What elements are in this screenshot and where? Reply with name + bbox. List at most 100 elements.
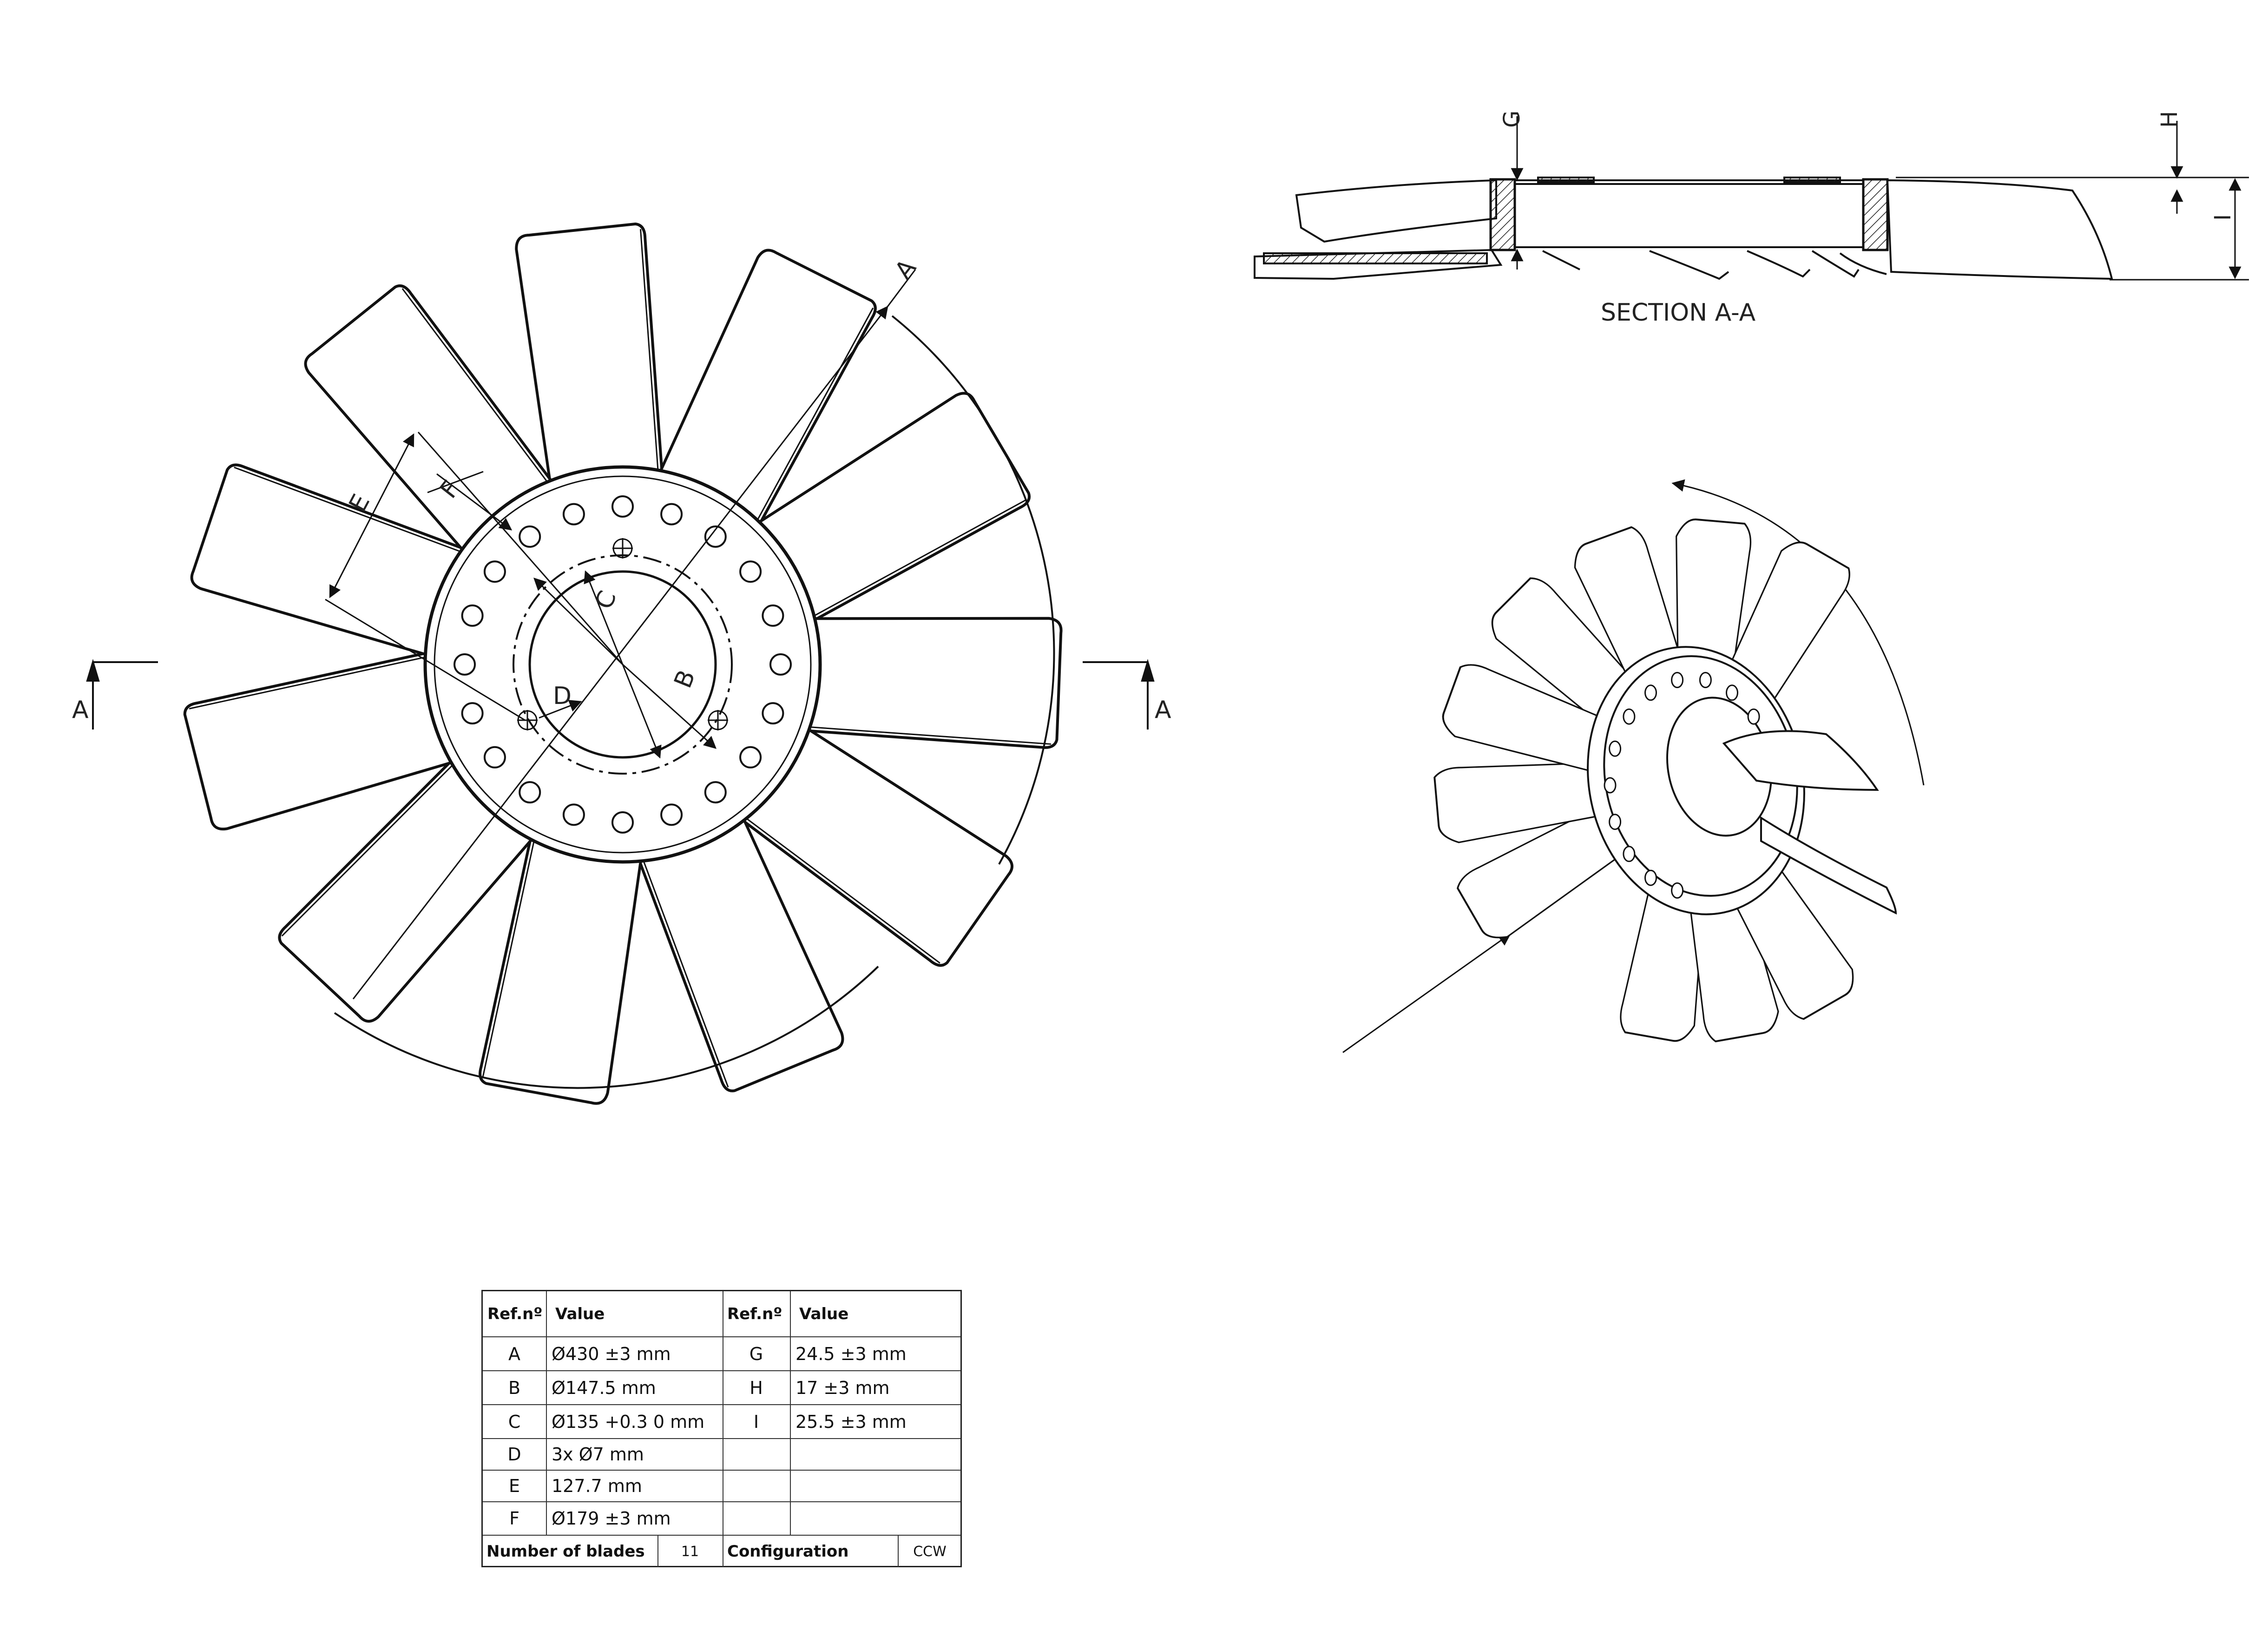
row-ref: E	[508, 1476, 520, 1496]
dim-label-a: A	[889, 254, 921, 284]
section-marker-right-label: A	[1155, 696, 1171, 724]
pilot-holes	[517, 538, 728, 730]
front-blade-edge	[482, 836, 536, 1078]
airflow-arrow	[1342, 933, 1512, 1053]
iso-blade	[1719, 541, 1850, 715]
bolt-hole	[562, 803, 585, 826]
bolt-hole	[762, 604, 784, 627]
table-row: A Ø430 ±3 mm G 24.5 ±3 mm	[483, 1336, 960, 1370]
row-value: 3x Ø7 mm	[552, 1444, 644, 1465]
front-blade-edge	[401, 288, 551, 486]
row-value: 127.7 mm	[552, 1476, 642, 1496]
bolt-hole	[762, 702, 784, 725]
bolt-holes	[454, 495, 792, 834]
table-footer-row: Number of blades 11 Configuration CCW	[483, 1535, 960, 1567]
config-label: Configuration	[727, 1542, 849, 1561]
header-ref-left: Ref.nº	[487, 1304, 543, 1323]
bolt-hole	[611, 811, 634, 834]
bolt-hole	[519, 781, 541, 804]
iso-bolt-hole	[1726, 684, 1738, 701]
row-ref: C	[508, 1411, 521, 1432]
front-blade-edge	[754, 307, 874, 525]
bolt-hole	[461, 604, 484, 627]
row-value2	[795, 1502, 958, 1535]
section-tab-2	[1649, 250, 1729, 280]
iso-bolt-hole	[1644, 684, 1657, 701]
row-ref2	[723, 1471, 790, 1501]
table-row: F Ø179 ±3 mm	[483, 1501, 960, 1535]
row-value2: 24.5 ±3 mm	[795, 1343, 907, 1364]
front-blade	[654, 249, 877, 536]
front-blade-edge	[742, 815, 940, 964]
row-value2: 25.5 ±3 mm	[795, 1411, 907, 1432]
table-row: B Ø147.5 mm H 17 ±3 mm	[483, 1370, 960, 1404]
front-blade	[304, 284, 560, 560]
front-blade	[794, 617, 1063, 749]
section-tab-1	[1542, 250, 1580, 270]
spec-table: Ref.nº Value Ref.nº Value A Ø430 ±3 mm G…	[481, 1290, 962, 1567]
row-ref2: H	[749, 1377, 763, 1398]
config-value: CCW	[913, 1543, 947, 1560]
iso-blade	[1433, 762, 1607, 843]
row-value2	[795, 1471, 958, 1501]
row-ref: F	[509, 1508, 519, 1529]
front-blades	[183, 222, 1063, 1105]
bolt-hole	[739, 746, 762, 769]
section-web-hatch-1	[1537, 177, 1595, 183]
section-web-hatch-2	[1783, 177, 1841, 183]
sweep-circle	[891, 315, 1055, 865]
section-tab-4	[1811, 250, 1860, 278]
row-value2: 17 ±3 mm	[795, 1377, 890, 1398]
bolt-hole	[660, 503, 683, 526]
header-value-left: Value	[555, 1304, 605, 1323]
bore	[528, 570, 717, 759]
row-value: Ø135 +0.3 0 mm	[552, 1411, 705, 1432]
section-label-i: I	[2210, 214, 2236, 221]
fan-front-view	[86, 222, 1155, 1105]
bolt-hole	[483, 560, 506, 583]
hub-ring	[434, 475, 812, 854]
iso-bolt-hole	[1623, 846, 1636, 862]
iso-blade	[1457, 803, 1630, 939]
bolt-hole	[562, 503, 585, 526]
row-value: Ø179 ±3 mm	[552, 1508, 671, 1529]
table-row: E 127.7 mm	[483, 1470, 960, 1501]
row-ref: B	[508, 1377, 521, 1398]
front-blade-edge	[809, 499, 1026, 619]
front-blade	[633, 807, 844, 1092]
front-blade-edge	[641, 856, 729, 1088]
front-blade	[515, 222, 664, 495]
sweep-circle-bottom	[334, 966, 879, 1089]
iso-bolt-hole	[1699, 672, 1712, 688]
bolt-hole	[611, 495, 634, 518]
row-ref2	[723, 1502, 790, 1535]
fan-isometric-view	[1342, 479, 1925, 1053]
dimension-lines	[325, 269, 916, 999]
blades-label: Number of blades	[486, 1542, 645, 1561]
front-blade-edge	[189, 655, 430, 710]
iso-bolt-hole	[1604, 777, 1617, 794]
row-ref2	[723, 1439, 790, 1470]
iso-bolt-hole	[1609, 740, 1622, 757]
table-row: D 3x Ø7 mm	[483, 1438, 960, 1470]
bolt-hole	[769, 653, 792, 676]
section-marker-left-label: A	[72, 696, 89, 724]
blades-value: 11	[681, 1543, 699, 1560]
section-tab-5	[1839, 252, 1887, 275]
row-value2	[795, 1439, 958, 1470]
bolt-hole	[704, 781, 727, 804]
iso-bolt-hole	[1747, 708, 1760, 725]
iso-blade	[1442, 664, 1619, 775]
bolt-hole	[454, 653, 476, 676]
section-tab-3	[1747, 250, 1811, 278]
bolt-hole	[519, 525, 541, 548]
row-ref2: G	[749, 1343, 763, 1364]
section-label-g: G	[1499, 111, 1525, 128]
iso-bolt-hole	[1623, 708, 1636, 725]
section-flange-hatch	[1263, 252, 1488, 264]
front-blade	[747, 392, 1031, 628]
iso-bolt-hole	[1609, 814, 1622, 830]
iso-bolt-hole	[1671, 882, 1684, 899]
bolt-hole	[660, 803, 683, 826]
iso-blade-front	[1722, 730, 1879, 791]
